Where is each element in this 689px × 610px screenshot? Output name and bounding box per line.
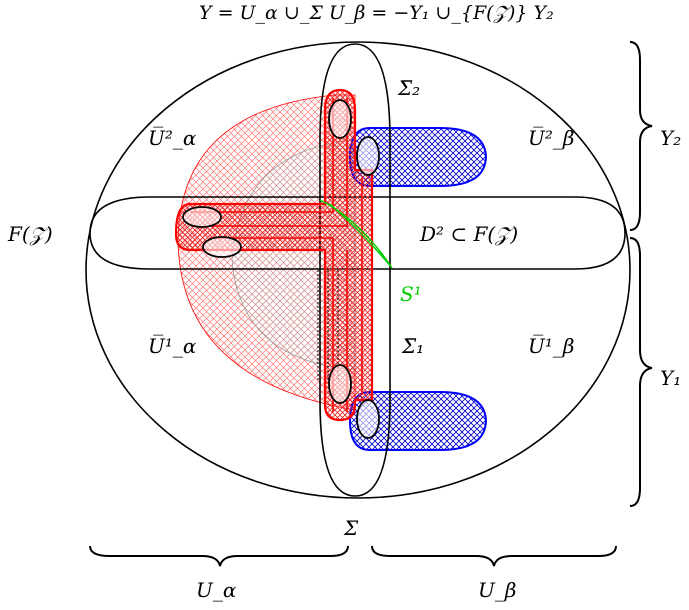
- meridian-ellipse-left-bottom: [202, 236, 242, 258]
- fz-horizontal-ellipse: [89, 196, 626, 270]
- label-sigma: Σ: [344, 516, 359, 540]
- label-disk: D² ⊂ F(𝒵): [420, 222, 519, 246]
- label-u-beta: U_β: [478, 578, 517, 602]
- label-u-alpha-2: U̅²_α: [148, 126, 197, 150]
- brace-u-alpha: [89, 545, 349, 567]
- meridian-ellipse-bottom: [328, 364, 352, 404]
- label-y1: Y₁: [660, 366, 682, 390]
- green-s1-curve: [319, 199, 393, 269]
- meridian-ellipse-bottom-right: [356, 399, 380, 439]
- red-tube-inner-top: [190, 98, 348, 227]
- meridian-ellipse-top-right: [356, 136, 380, 176]
- label-sigma-2: Σ̅₂: [398, 76, 421, 100]
- label-u-alpha: U_α: [196, 578, 237, 602]
- brace-y2: [629, 41, 653, 231]
- outer-manifold-ellipse: [85, 41, 631, 499]
- sigma-vertical-ellipse: [319, 43, 391, 497]
- label-s1: S¹: [400, 282, 422, 306]
- diagram-title: Y = U_α ∪_Σ U_β = −Y₁ ∪_{F(𝒵)} Y₂: [199, 2, 554, 24]
- brace-u-beta: [371, 545, 617, 567]
- brace-y1: [629, 237, 653, 507]
- label-fz: F(𝒵): [8, 222, 53, 246]
- meridian-ellipse-top: [328, 99, 352, 139]
- meridian-ellipse-left-top: [182, 206, 222, 228]
- label-u-beta-2: U̅²_β: [528, 126, 575, 150]
- label-sigma-1: Σ̅₁: [402, 334, 425, 358]
- label-u-beta-1: U̅¹_β: [528, 334, 575, 358]
- label-y2: Y₂: [660, 126, 682, 150]
- label-u-alpha-1: U̅¹_α: [148, 334, 197, 358]
